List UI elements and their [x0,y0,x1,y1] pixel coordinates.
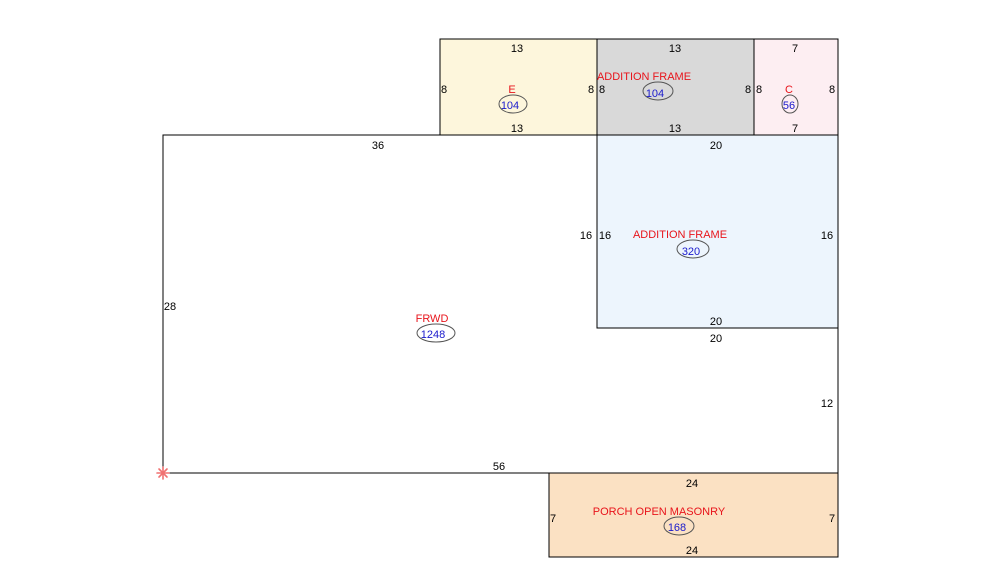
porch-dim-top: 24 [686,478,698,490]
porch-rect [548,472,839,558]
c-dim-right: 8 [829,84,835,96]
addition-frame-top-dim-bottom: 13 [669,123,681,135]
section-addition-frame-main[interactable]: 20 20 16 16 16 ADDITION FRAME 320 [580,134,839,329]
frwd-area-ellipse [416,323,456,343]
c-area: 56 [783,100,795,112]
addition-frame-top-label: ADDITION FRAME [597,71,691,83]
addition-frame-main-label: ADDITION FRAME [633,229,727,241]
e-dim-right: 8 [588,84,594,96]
addition-frame-main-dim-top: 20 [710,140,722,152]
e-dim-top: 13 [511,43,523,55]
addition-frame-main-area-ellipse [676,239,710,259]
frwd-dim-right: 12 [821,398,833,410]
porch-label: PORCH OPEN MASONRY [593,506,726,518]
section-e[interactable]: 13 13 8 8 E 104 [439,38,598,136]
section-addition-frame-top[interactable]: 13 13 8 8 ADDITION FRAME 104 [596,38,755,136]
addition-frame-top-area: 104 [646,88,664,100]
addition-frame-top-dim-right: 8 [745,84,751,96]
porch-dim-left: 7 [550,513,556,525]
addition-frame-main-area: 320 [682,246,700,258]
e-label: E [508,84,515,96]
frwd-dim-top: 36 [372,140,384,152]
e-rect [439,38,598,136]
asterisk-icon [156,466,170,480]
c-rect [753,38,839,136]
addition-frame-top-area-ellipse [642,81,674,101]
porch-area-ellipse [663,516,695,536]
e-area: 104 [501,100,519,112]
e-area-ellipse [498,94,528,114]
addition-frame-main-dim-right: 16 [821,230,833,242]
e-dim-bottom: 13 [511,123,523,135]
addition-frame-main-dim-bottom: 20 [710,316,722,328]
frwd-dim-step: 20 [710,333,722,345]
c-dim-top: 7 [792,43,798,55]
c-dim-bottom: 7 [792,123,798,135]
porch-dim-right: 7 [829,513,835,525]
addition-frame-main-dim-left: 16 [599,230,611,242]
addition-frame-top-dim-top: 13 [669,43,681,55]
section-c[interactable]: 7 7 8 8 C 56 [753,38,839,136]
c-dim-left: 8 [756,84,762,96]
addition-frame-main-rect [596,134,839,329]
frwd-dim-left: 28 [164,301,176,313]
c-area-ellipse [781,94,799,114]
frwd-area: 1248 [421,329,445,341]
c-label: C [785,84,793,96]
addition-frame-main-dim-left-outer: 16 [580,230,592,242]
addition-frame-top-dim-left: 8 [599,84,605,96]
frwd-dim-bottom: 56 [493,461,505,473]
e-dim-left: 8 [441,84,447,96]
section-porch[interactable]: 24 24 7 7 PORCH OPEN MASONRY 168 [548,472,839,558]
frwd-label: FRWD [416,313,449,325]
porch-area: 168 [668,522,686,534]
porch-dim-bottom: 24 [686,545,698,557]
